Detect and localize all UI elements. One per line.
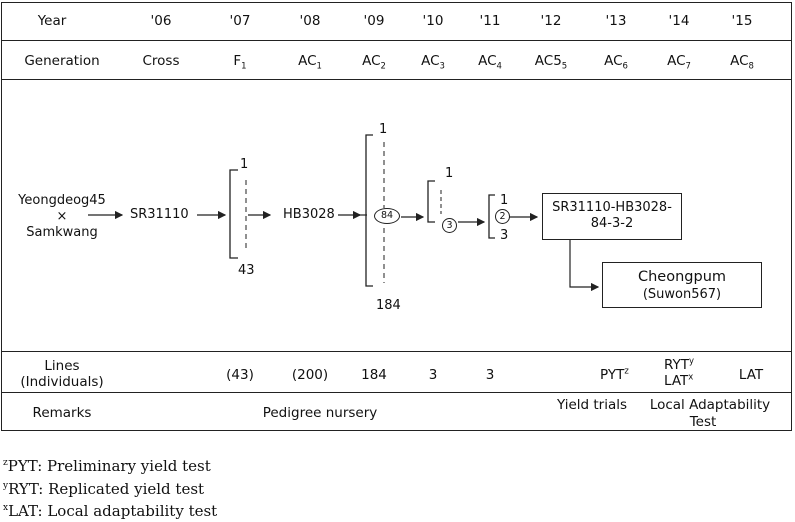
generation-cell: AC7	[667, 53, 691, 72]
ac2-selected: 84	[374, 208, 400, 224]
individuals-label: (Individuals)	[20, 374, 104, 390]
row-divider	[1, 392, 792, 393]
ac4-first: 1	[500, 193, 509, 208]
parent-1: Yeongdeog45	[18, 193, 106, 208]
year-cell: '10	[422, 13, 444, 29]
ac3-first: 1	[445, 166, 454, 181]
ac4-last: 3	[500, 228, 509, 243]
f1-last: 43	[238, 263, 255, 278]
bracket	[365, 134, 373, 287]
local-adaptability-2: Test	[689, 414, 717, 430]
year-cell: '12	[540, 13, 562, 29]
generation-cell: AC4	[478, 53, 502, 72]
year-cell: '08	[299, 13, 321, 29]
generation-cell: Cross	[142, 53, 180, 69]
bracket	[488, 194, 495, 239]
selected-line-name-1: SR31110-HB3028-	[552, 200, 672, 215]
ac2-first: 1	[379, 122, 388, 137]
f1-first: 1	[240, 157, 249, 172]
remarks-label: Remarks	[32, 405, 92, 421]
row-divider	[1, 79, 792, 80]
generation-cell: F1	[233, 53, 247, 72]
cross-symbol: ×	[56, 209, 68, 224]
lines-07: (43)	[226, 367, 254, 383]
lines-14-lat: LATx	[664, 372, 694, 389]
yield-trials: Yield trials	[556, 397, 628, 413]
lines-08: (200)	[291, 367, 329, 383]
generation-cell: AC55	[534, 53, 568, 72]
year-cell: '15	[731, 13, 753, 29]
variety-name: Cheongpum	[637, 269, 727, 285]
lines-15: LAT	[738, 367, 764, 383]
lines-10: 3	[428, 367, 438, 383]
lines-09: 184	[361, 367, 387, 383]
ac2-last: 184	[376, 298, 401, 313]
parent-2: Samkwang	[26, 225, 98, 240]
year-cell: '07	[229, 13, 251, 29]
generation-cell: AC8	[730, 53, 754, 72]
selected-line-name-2: 84-3-2	[590, 216, 634, 231]
variety-code: (Suwon567)	[642, 287, 722, 302]
lines-14-ryt: RYTy	[664, 356, 695, 373]
year-cell: '11	[479, 13, 501, 29]
year-cell: '14	[668, 13, 690, 29]
arrow	[569, 240, 600, 292]
year-cell: '06	[150, 13, 172, 29]
footnote-ryt: yRYT: Replicated yield test	[3, 480, 205, 498]
lines-11: 3	[485, 367, 495, 383]
year-cell: '13	[605, 13, 627, 29]
row-divider	[1, 40, 792, 41]
row-divider	[1, 351, 792, 352]
generation-cell: AC2	[362, 53, 386, 72]
lines-label: Lines	[44, 358, 80, 374]
generation-cell: AC1	[298, 53, 322, 72]
cross-name: SR31110	[130, 207, 189, 222]
local-adaptability-1: Local Adaptability	[649, 397, 771, 413]
table-frame	[1, 2, 792, 431]
bracket	[427, 180, 435, 223]
generation-cell: AC3	[421, 53, 445, 72]
generation-cell: AC6	[604, 53, 628, 72]
year-cell: '09	[363, 13, 385, 29]
footnote-lat: xLAT: Local adaptability test	[3, 502, 218, 520]
footnote-pyt: zPYT: Preliminary yield test	[3, 457, 211, 475]
pedigree-nursery: Pedigree nursery	[262, 405, 378, 421]
year-label: Year	[37, 13, 67, 29]
variety-box: Cheongpum (Suwon567)	[602, 262, 762, 308]
generation-label: Generation	[24, 53, 100, 69]
ac4-selected: 2	[495, 209, 510, 224]
ac3-selected: 3	[442, 218, 457, 233]
selected-line-box: SR31110-HB3028- 84-3-2	[542, 193, 682, 240]
lines-13: PYTz	[600, 366, 629, 383]
bracket	[229, 169, 238, 259]
ac1-line: HB3028	[283, 207, 335, 222]
